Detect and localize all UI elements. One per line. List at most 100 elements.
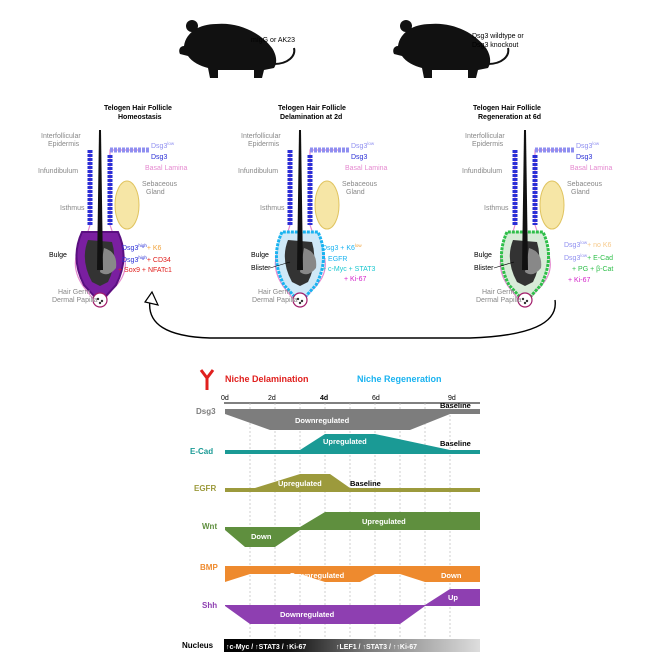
panel3-infundibulum: Infundibulum bbox=[462, 168, 502, 175]
tick-6d: 6d bbox=[372, 395, 380, 402]
nucleus-label: Nucleus bbox=[182, 641, 214, 650]
panel2-marker-line2: + EGFR bbox=[322, 256, 347, 263]
panel1-marker-line2: Dsg3high+ CD34 bbox=[122, 255, 171, 264]
panel3-marker-line1: Dsg3low+ no K6 bbox=[564, 240, 612, 249]
panel3-follicle-diagram bbox=[499, 130, 575, 308]
shh-label-down: Downregulated bbox=[280, 610, 335, 619]
panel2-interfollicular: Interfollicular bbox=[241, 133, 281, 140]
phase-right-label: Niche Regeneration bbox=[357, 374, 442, 384]
egfr-label-up: Upregulated bbox=[278, 479, 322, 488]
panel2-bulge: Bulge bbox=[251, 252, 269, 259]
panel2-marker-line4: + Ki-67 bbox=[344, 276, 366, 283]
panel3-blister-pointer bbox=[493, 261, 515, 269]
panel1-follicle-diagram bbox=[74, 130, 150, 308]
panel2-hair-germ: Hair Germ bbox=[258, 289, 290, 296]
panel2-marker-line3: + c-Myc + STAT3 bbox=[322, 266, 376, 273]
bmp-label-down2: Down bbox=[441, 571, 462, 580]
row-label-egfr: EGFR bbox=[194, 484, 216, 493]
dsg3-label-baseline: Baseline bbox=[440, 401, 471, 410]
egfr-shape bbox=[225, 474, 480, 492]
mouse-right-label-2: Dsg3 knockout bbox=[472, 42, 518, 49]
panel3-marker-line3: + PG + β-Cat bbox=[572, 266, 613, 273]
panel1-infundibulum: Infundibulum bbox=[38, 168, 78, 175]
transition-arrow bbox=[149, 299, 556, 339]
panel2-infundibulum: Infundibulum bbox=[238, 168, 278, 175]
panel1-dsg3-low: Dsg3low bbox=[151, 141, 175, 150]
dsg3-label-down: Downregulated bbox=[295, 416, 350, 425]
wnt-shape bbox=[225, 512, 480, 547]
panel3-dsg3-low: Dsg3low bbox=[576, 141, 600, 150]
antibody-icon bbox=[199, 369, 215, 390]
panel1-title-1: Telogen Hair Follicle bbox=[104, 105, 172, 112]
dsg3-shape bbox=[225, 409, 480, 430]
panel2-blister: Blister bbox=[251, 265, 271, 272]
panel3-title-1: Telogen Hair Follicle bbox=[473, 105, 541, 112]
nucleus-bar bbox=[224, 639, 480, 652]
panel2-follicle-diagram bbox=[274, 130, 350, 308]
panel1-isthmus: Isthmus bbox=[60, 205, 85, 212]
panel1-gland: Gland bbox=[146, 189, 165, 196]
ecad-label-baseline: Baseline bbox=[440, 439, 471, 448]
panel2-epidermis: Epidermis bbox=[248, 141, 280, 148]
panel3-isthmus: Isthmus bbox=[484, 205, 509, 212]
panel1-dermal-papilla: Dermal Papilla bbox=[52, 297, 98, 304]
ecad-label-up: Upregulated bbox=[323, 437, 367, 446]
panel3-dermal-papilla: Dermal Papilla bbox=[476, 297, 522, 304]
nucleus-text-1: ↑c-Myc / ↑STAT3 / ↑Ki-67 bbox=[226, 644, 306, 651]
mouse-right-icon bbox=[393, 20, 510, 78]
panel3-marker-line4: + Ki-67 bbox=[568, 277, 590, 284]
egfr-label-baseline: Baseline bbox=[350, 479, 381, 488]
panel1-basal-lamina: Basal Lamina bbox=[145, 165, 188, 172]
tick-0d: 0d bbox=[221, 395, 229, 402]
tick-9d: 9d bbox=[448, 395, 456, 402]
phase-left-label: Niche Delamination bbox=[225, 374, 309, 384]
panel3-title-2: Regeneration at 6d bbox=[478, 114, 541, 121]
panel3-interfollicular: Interfollicular bbox=[465, 133, 505, 140]
row-label-shh: Shh bbox=[202, 601, 217, 610]
panel1-epidermis: Epidermis bbox=[48, 141, 80, 148]
mouse-right-label-1: Dsg3 wildtype or bbox=[472, 33, 524, 40]
panel2-isthmus: Isthmus bbox=[260, 205, 285, 212]
mouse-left-icon bbox=[179, 20, 296, 78]
panel3-marker-line2: Dsg3low+ E-Cad bbox=[564, 253, 613, 262]
panel1-marker-line3: + Sox9 + NFATc1 bbox=[118, 267, 172, 274]
row-label-bmp: BMP bbox=[200, 563, 218, 572]
panel3-gland: Gland bbox=[571, 189, 590, 196]
nucleus-text-2: ↑LEF1 / ↑STAT3 / ↑↑Ki-67 bbox=[336, 644, 417, 651]
panel2-title-2: Delamination at 2d bbox=[280, 114, 342, 121]
panel1-interfollicular: Interfollicular bbox=[41, 133, 81, 140]
panel3-sebaceous: Sebaceous bbox=[567, 181, 603, 188]
panel1-title-2: Homeostasis bbox=[118, 114, 162, 121]
panel1-bulge: Bulge bbox=[49, 252, 67, 259]
panel2-dsg3: Dsg3 bbox=[351, 154, 367, 161]
ecad-shape bbox=[225, 434, 480, 454]
panel3-dsg3: Dsg3 bbox=[576, 154, 592, 161]
mouse-left-label: mIgG or AK23 bbox=[251, 37, 295, 44]
panel1-hair-germ: Hair Germ bbox=[58, 289, 90, 296]
wnt-label-down: Down bbox=[251, 532, 272, 541]
row-label-ecad: E-Cad bbox=[190, 447, 213, 456]
panel3-bulge: Bulge bbox=[474, 252, 492, 259]
panel3-basal-lamina: Basal Lamina bbox=[570, 165, 613, 172]
wnt-label-up: Upregulated bbox=[362, 517, 406, 526]
tick-4d: 4d bbox=[320, 395, 328, 402]
panel1-sebaceous: Sebaceous bbox=[142, 181, 178, 188]
panel2-sebaceous: Sebaceous bbox=[342, 181, 378, 188]
panel1-dsg3: Dsg3 bbox=[151, 154, 167, 161]
shh-shape bbox=[225, 589, 480, 624]
row-label-wnt: Wnt bbox=[202, 522, 217, 531]
panel2-marker-line1: Dsg3 + K6low bbox=[322, 243, 362, 252]
bmp-shape bbox=[225, 566, 480, 582]
panel3-epidermis: Epidermis bbox=[472, 141, 504, 148]
shh-label-up: Up bbox=[448, 593, 458, 602]
panel3-blister: Blister bbox=[474, 265, 494, 272]
tick-2d: 2d bbox=[268, 395, 276, 402]
transition-arrow-head bbox=[143, 290, 160, 306]
panel2-basal-lamina: Basal Lamina bbox=[345, 165, 388, 172]
panel1-marker-line1: Dsg3high+ K6 bbox=[122, 243, 162, 252]
panel2-gland: Gland bbox=[346, 189, 365, 196]
panel3-hair-germ: Hair Germ bbox=[482, 289, 514, 296]
panel2-blister-pointer bbox=[269, 261, 291, 269]
panel2-dsg3-low: Dsg3low bbox=[351, 141, 375, 150]
